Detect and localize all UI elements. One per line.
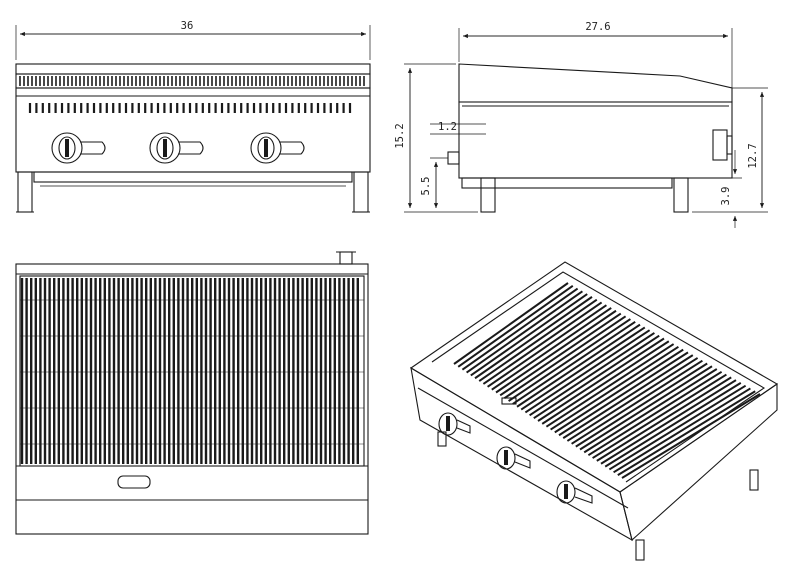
side-total-height-label: 15.2 bbox=[394, 123, 406, 148]
iso-grate-bar bbox=[579, 365, 713, 451]
iso-grate-bar bbox=[491, 307, 612, 391]
iso-grate-bar bbox=[453, 282, 569, 365]
side-offset-dimension: 1.2 bbox=[430, 121, 486, 135]
iso-knob-1 bbox=[438, 412, 471, 436]
top-view bbox=[15, 251, 369, 535]
iso-grate-bar bbox=[583, 368, 718, 454]
side-total-height-dimension: 15.2 bbox=[394, 63, 478, 213]
side-leg-back bbox=[673, 177, 689, 213]
front-vent-slots bbox=[28, 103, 352, 113]
front-leg-right bbox=[353, 171, 369, 213]
front-control-panel bbox=[15, 87, 371, 173]
iso-grate-bar bbox=[596, 376, 732, 462]
top-handle bbox=[117, 475, 151, 489]
iso-front-handle bbox=[501, 397, 517, 405]
iso-grate-bar bbox=[470, 293, 588, 377]
top-outline bbox=[15, 263, 369, 535]
iso-grate-bar bbox=[495, 309, 617, 394]
iso-grate-bar bbox=[621, 393, 761, 479]
iso-grate-bar bbox=[516, 323, 641, 408]
iso-grate-bar bbox=[554, 348, 684, 434]
iso-grate-bar bbox=[608, 384, 747, 471]
iso-grate-bar bbox=[474, 296, 593, 380]
side-knob bbox=[712, 129, 728, 161]
side-body-height-dimension: 12.7 bbox=[692, 87, 768, 213]
iso-grate-bar bbox=[571, 359, 703, 445]
iso-grate-bar bbox=[482, 301, 603, 385]
iso-grate-bar bbox=[529, 332, 655, 417]
side-depth-dimension: 27.6 bbox=[458, 21, 733, 88]
iso-grate-bar bbox=[508, 318, 631, 402]
iso-grate-bar bbox=[520, 326, 646, 411]
side-drip-tray bbox=[461, 177, 673, 189]
side-leg-height-label: 3.9 bbox=[720, 187, 732, 206]
iso-grate-bar bbox=[487, 304, 607, 388]
iso-grate-bar bbox=[533, 334, 660, 419]
iso-grate-bar bbox=[613, 387, 751, 474]
side-leg-height-dimension: 3.9 bbox=[690, 150, 742, 228]
iso-grate-bar bbox=[537, 337, 665, 422]
front-width-label: 36 bbox=[181, 20, 194, 32]
side-depth-label: 27.6 bbox=[585, 21, 610, 33]
iso-grate-bar bbox=[575, 362, 708, 448]
front-width-dimension: 36 bbox=[15, 20, 371, 60]
iso-grate-bar bbox=[466, 290, 583, 374]
iso-leg-1 bbox=[437, 431, 447, 447]
iso-grate-bar bbox=[617, 390, 756, 477]
top-gas-inlet bbox=[339, 251, 353, 265]
iso-grate-bar bbox=[592, 373, 727, 459]
front-knob-1 bbox=[51, 132, 106, 164]
iso-grate-bar bbox=[550, 345, 679, 431]
front-grate-teeth bbox=[19, 76, 365, 86]
side-gas-height-dimension: 5.5 bbox=[420, 157, 448, 208]
iso-grate-bars bbox=[453, 282, 761, 479]
iso-grate-bar bbox=[562, 354, 694, 439]
iso-grate-bar bbox=[604, 382, 742, 468]
front-leg-left bbox=[17, 171, 33, 213]
iso-grate-bar bbox=[566, 357, 699, 442]
side-view: 27.6 15.2 1.2 bbox=[394, 21, 768, 228]
top-grate-bars bbox=[20, 278, 364, 464]
iso-grate-bar bbox=[558, 351, 689, 437]
side-top-grate bbox=[458, 63, 733, 103]
side-body bbox=[458, 101, 733, 179]
front-drip-tray bbox=[33, 171, 353, 183]
front-knob-2 bbox=[149, 132, 204, 164]
iso-grate-bar bbox=[512, 321, 636, 405]
side-gas-inlet bbox=[447, 151, 460, 165]
iso-grate-bar bbox=[457, 284, 574, 368]
iso-grate-bar bbox=[587, 370, 723, 457]
iso-grate-bar bbox=[600, 379, 737, 465]
iso-knob-3 bbox=[556, 480, 593, 504]
iso-grate-bar bbox=[499, 312, 622, 397]
front-view: 36 bbox=[15, 20, 371, 213]
iso-leg-3 bbox=[749, 469, 759, 491]
iso-grate-bar bbox=[545, 343, 675, 428]
front-knob-3 bbox=[250, 132, 305, 164]
side-gas-height-label: 5.5 bbox=[420, 177, 432, 196]
iso-grate-bar bbox=[524, 329, 651, 414]
iso-knob-2 bbox=[496, 446, 531, 470]
iso-grate-bar bbox=[461, 287, 579, 371]
iso-leg-2 bbox=[635, 539, 645, 561]
iso-right-face bbox=[619, 382, 778, 542]
side-leg-front bbox=[480, 177, 496, 213]
iso-grate-bar bbox=[503, 315, 627, 400]
side-body-height-label: 12.7 bbox=[747, 143, 759, 168]
side-offset-label: 1.2 bbox=[438, 121, 457, 133]
iso-grate-bar bbox=[478, 298, 598, 382]
iso-grate-bar bbox=[541, 340, 670, 425]
isometric-view bbox=[409, 261, 779, 561]
